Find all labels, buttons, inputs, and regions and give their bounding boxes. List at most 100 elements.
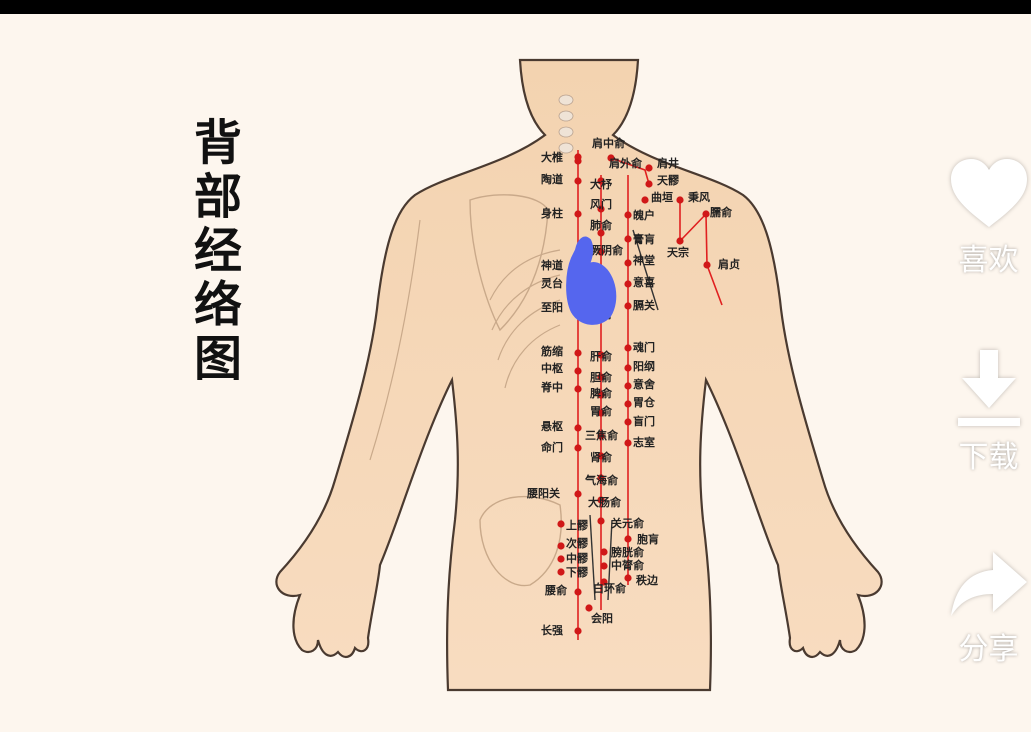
acupoint-dot (597, 248, 605, 256)
acupoint-dot (574, 424, 582, 432)
acupoint-dot (676, 237, 684, 245)
acupoint-dot (600, 578, 608, 586)
acupoint-dot (597, 496, 605, 504)
acupoint-dot (574, 627, 582, 635)
acupoint-dot (624, 418, 632, 426)
acupoint-dot (703, 261, 711, 269)
acupoint-label: 下髎 (566, 566, 589, 579)
like-button[interactable]: 喜欢 (946, 155, 1031, 279)
download-icon (957, 350, 1020, 426)
acupoint-label: 胞肓 (637, 532, 659, 546)
acupoint-label: 中枢 (541, 361, 563, 375)
like-label: 喜欢 (958, 243, 1019, 278)
acupoint-label: 天髎 (657, 174, 680, 187)
acupoint-label: 中膂俞 (611, 558, 645, 572)
acupoint-label: 腰阳关 (526, 486, 560, 500)
spine-vertebrae (558, 94, 574, 154)
acupoint-label: 胃仓 (633, 395, 656, 409)
acupoint-label: 志室 (633, 435, 655, 449)
acupoint-dot (624, 439, 632, 447)
acupoint-label: 至阳 (541, 300, 563, 314)
share-label: 分享 (958, 632, 1019, 667)
acupoint-label: 白环俞 (593, 581, 627, 595)
acupoint-dot (574, 157, 582, 165)
share-button[interactable]: 分享 (946, 548, 1031, 668)
acupoint-dot (574, 177, 582, 185)
acupoint-label: 曲垣 (651, 190, 673, 204)
acupoint-dot (600, 562, 608, 570)
acupoint-dot (597, 229, 605, 237)
acupoint-dot (624, 280, 632, 288)
acupoint-label: 臑俞 (710, 205, 733, 219)
annotation-scribble (566, 236, 617, 325)
acupoint-dot (624, 211, 632, 219)
acupoint-dot (557, 568, 565, 576)
pelvis-outline (479, 495, 562, 587)
acupoint-label: 大肠俞 (588, 495, 622, 509)
acupoint-label: 天宗 (667, 245, 689, 259)
acupoint-label: 灵台 (541, 276, 563, 290)
acupoint-dot (597, 391, 605, 399)
body-silhouette (275, 58, 883, 692)
download-button[interactable]: 下载 (946, 348, 1031, 476)
acupoint-label: 魄户 (633, 208, 655, 222)
acupoint-dot (597, 351, 605, 359)
acupoint-label: 命门 (540, 440, 563, 454)
acupoint-dot (574, 490, 582, 498)
acupoint-label: 大杼 (590, 177, 613, 191)
acupoint-dot (676, 196, 684, 204)
acupoint-dot (557, 520, 565, 528)
acupoint-dot (624, 400, 632, 408)
acupoint-label: 胆俞 (590, 370, 613, 384)
acupoint-label: 膈关 (632, 298, 655, 312)
acupoint-dot (607, 154, 615, 162)
acupoint-dot (624, 574, 632, 582)
acupoint-label: 肝俞 (590, 349, 613, 363)
acupoint-dot (597, 409, 605, 417)
acupoint-dot (574, 588, 582, 596)
acupoint-dot (557, 555, 565, 563)
acupoint-label: 中髎 (566, 551, 589, 565)
acupoint-dot (557, 542, 565, 550)
acupoint-label: 悬枢 (540, 419, 563, 433)
acupoint-dot (574, 385, 582, 393)
acupoint-label: 会阳 (591, 611, 613, 625)
acupoint-label: 身柱 (541, 206, 563, 220)
acupoint-dot (597, 205, 605, 213)
acupoint-dot (600, 548, 608, 556)
acupoint-label: 腰俞 (544, 583, 568, 597)
download-label: 下载 (958, 440, 1019, 475)
acupoint-dot (645, 180, 653, 188)
acupoint-dot (624, 259, 632, 267)
acupoint-label: 意喜 (633, 275, 655, 289)
bladder-outline-lines (589, 229, 659, 601)
acupoint-label: 膏肓 (633, 232, 655, 246)
acupoint-label: 筋缩 (540, 344, 563, 358)
acupoint-layer: 肩中俞大椎肩外俞肩井陶道大杼天髎曲垣秉风风门身柱魄户臑俞肺俞膏肓天宗厥阴俞神堂神… (526, 136, 740, 637)
acupoint-label: 肩井 (657, 156, 679, 170)
acupoint-label: 肾俞 (590, 450, 613, 464)
acupoint-label: 厥阴俞 (590, 243, 624, 257)
acupoint-label: 大椎 (541, 150, 563, 164)
acupoint-label: 风门 (590, 197, 612, 211)
acupoint-label: 脊中 (540, 380, 563, 394)
acupoint-dot (574, 210, 582, 218)
acupoint-label: 盲门 (633, 414, 655, 428)
acupoint-label: 上髎 (566, 518, 589, 532)
heart-icon (950, 159, 1027, 227)
back-meridian-figure: 肩中俞大椎肩外俞肩井陶道大杼天髎曲垣秉风风门身柱魄户臑俞肺俞膏肓天宗厥阴俞神堂神… (275, 58, 883, 692)
acupoint-label: 肩中俞 (592, 136, 626, 150)
acupoint-label: 气海俞 (584, 473, 619, 487)
acupoint-label: 脾俞 (590, 386, 613, 400)
acupoint-label: 膀胱俞 (610, 545, 645, 559)
acupoint-label: 魂门 (633, 340, 655, 354)
acupoint-label: 肩外俞 (609, 156, 643, 170)
acupoint-dot (585, 604, 593, 612)
acupoint-label: 肺俞 (590, 218, 613, 232)
acupoint-label: 次髎 (566, 536, 589, 550)
acupoint-dot (597, 452, 605, 460)
acupoint-dot (574, 367, 582, 375)
acupoint-dot (645, 164, 653, 172)
acupoint-dot (624, 235, 632, 243)
acupoint-dot (574, 444, 582, 452)
